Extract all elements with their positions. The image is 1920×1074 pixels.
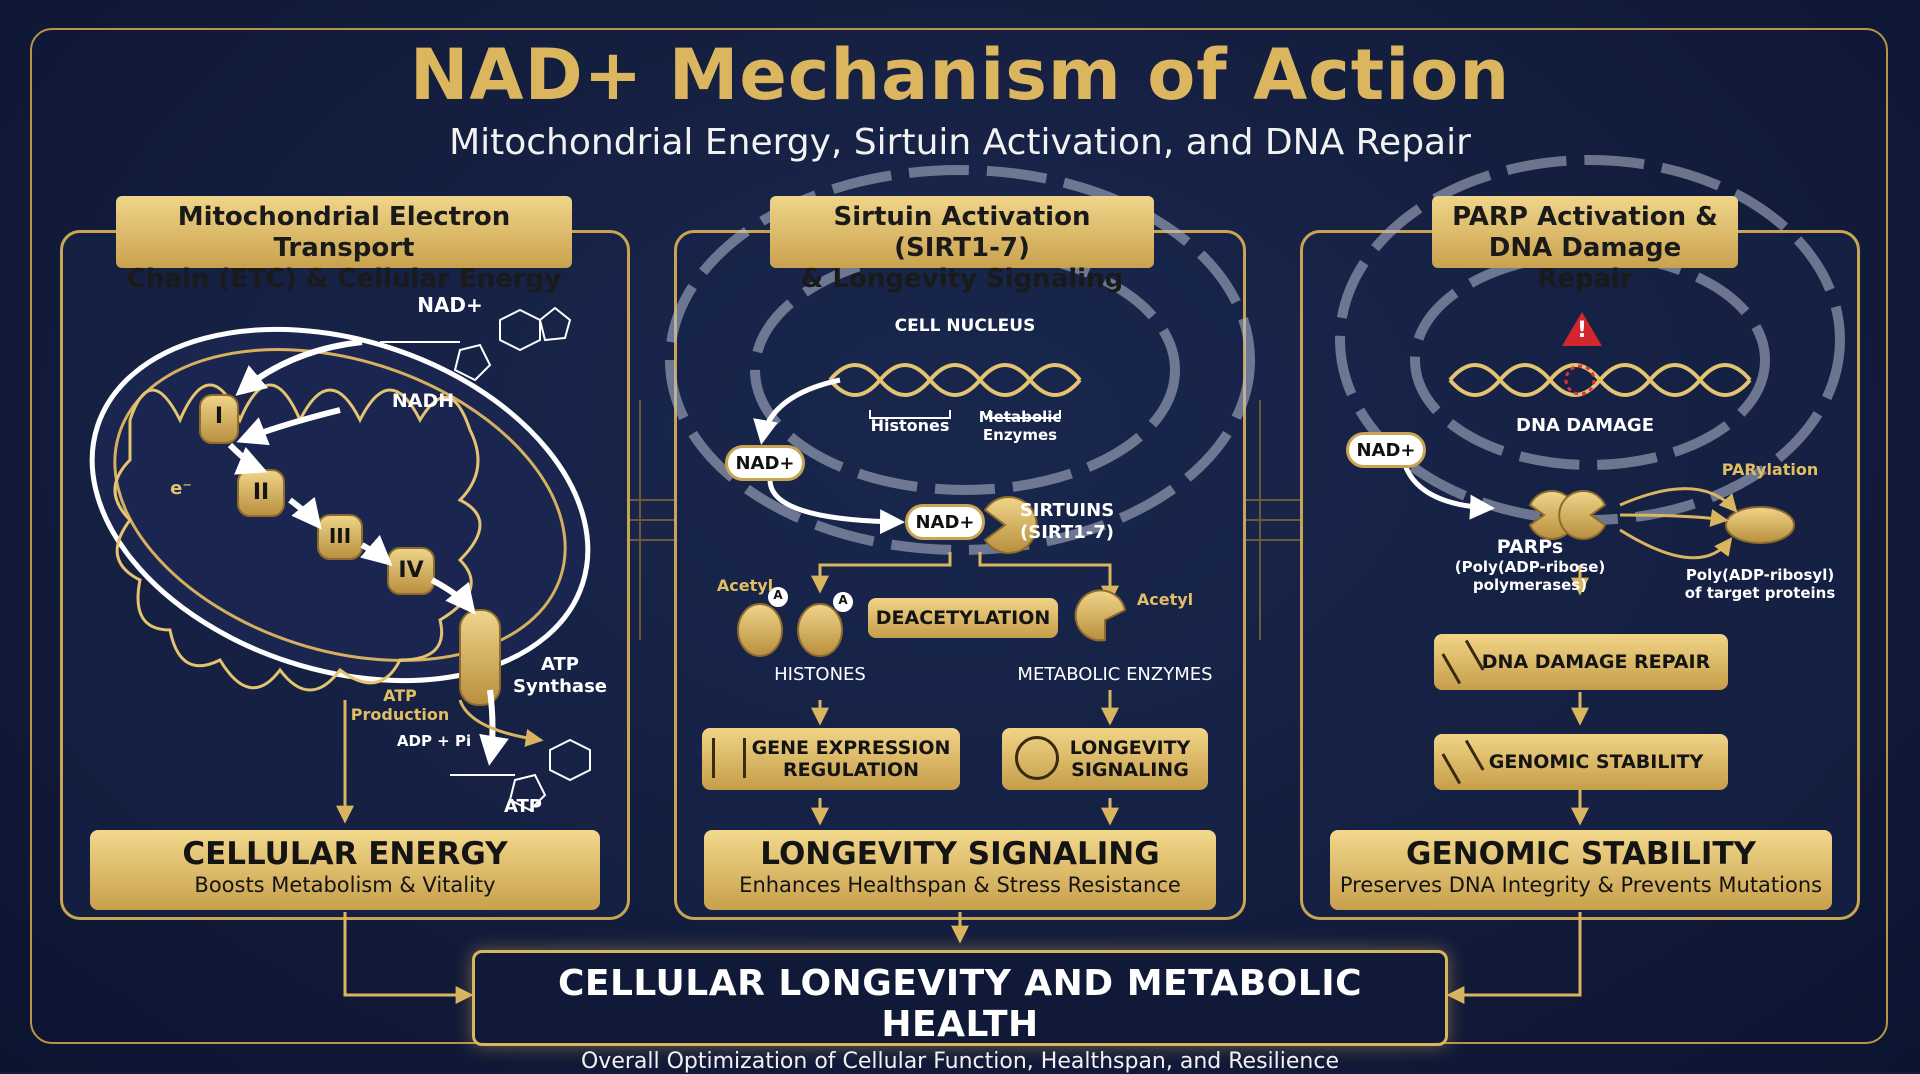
poly-adp-label: Poly(ADP-ribosyl) of target proteins	[1684, 566, 1836, 602]
parp-panel-title: PARP Activation & DNA Damage Repair	[1432, 196, 1738, 294]
parylation-label: PARylation	[1721, 460, 1819, 479]
final-outcome-box: CELLULAR LONGEVITY AND METABOLIC HEALTH …	[472, 950, 1448, 1074]
acetyl-left-label: Acetyl	[716, 576, 774, 595]
dna-gene-icon	[712, 738, 746, 778]
cell-nucleus-label: CELL NUCLEUS	[894, 316, 1036, 336]
complex-ii-label: II	[252, 480, 270, 505]
acetyl-mark-1: A	[773, 588, 783, 602]
sirtuin-flow-arrows	[753, 377, 905, 535]
genomic-stability-small-box: GENOMIC STABILITY	[1434, 734, 1728, 790]
warning-icon-shape	[1562, 312, 1602, 346]
dna-helix-sirtuin	[828, 363, 1082, 397]
acetyl-right-label: Acetyl	[1136, 590, 1194, 609]
page-title: NAD+ Mechanism of Action	[409, 34, 1511, 116]
page-subtitle: Mitochondrial Energy, Sirtuin Activation…	[449, 122, 1471, 163]
longevity-signaling-title: LONGEVITY SIGNALING	[760, 836, 1160, 872]
etc-panel-title: Mitochondrial Electron Transport Chain (…	[116, 196, 572, 294]
complex-i-label: I	[214, 404, 224, 429]
acetyl-mark-2: A	[838, 593, 848, 607]
longevity-signaling-box: LONGEVITY SIGNALING Enhances Healthspan …	[704, 830, 1216, 910]
final-subtitle: Overall Optimization of Cellular Functio…	[580, 1049, 1339, 1074]
clock-icon	[1015, 736, 1059, 780]
final-convergence-arrows	[343, 912, 1582, 1004]
atp-synthase-label: ATP Synthase	[513, 654, 607, 697]
sirtuin-brackets	[869, 410, 1061, 419]
cellular-energy-title: CELLULAR ENERGY	[182, 836, 508, 872]
deacetylation-box: DEACETYLATION	[868, 598, 1058, 638]
sirtuin-nad-pill-2: NAD+	[905, 504, 985, 540]
histones-small-label: Histones	[870, 416, 950, 435]
etc-nadh-label: NADH	[391, 390, 455, 412]
parps-label: PARPs	[1496, 536, 1564, 558]
histone-shapes	[737, 589, 1127, 657]
cellular-energy-subtitle: Boosts Metabolism & Vitality	[194, 873, 496, 897]
dna-damage-label: DNA DAMAGE	[1516, 415, 1654, 436]
enzymes-small-label: Metabolic Enzymes	[978, 408, 1062, 444]
atp-production-label: ATP Production	[350, 686, 450, 724]
parp-enzyme-shapes	[1528, 490, 1795, 544]
parp-flow-arrows	[1402, 464, 1495, 520]
electron-label: e⁻	[170, 478, 192, 499]
final-title: CELLULAR LONGEVITY AND METABOLIC HEALTH	[557, 963, 1363, 1045]
complex-iv-label: IV	[398, 558, 424, 583]
dna-helix-parp	[1448, 363, 1752, 397]
sirtuin-branch-arrows	[811, 552, 1119, 944]
nad-structure	[380, 306, 572, 382]
complex-iii-label: III	[328, 524, 352, 548]
parps-sub-label: (Poly(ADP-ribose) polymerases)	[1454, 558, 1606, 594]
genomic-stability-subtitle: Preserves DNA Integrity & Prevents Mutat…	[1339, 873, 1823, 897]
longevity-signaling-subtitle: Enhances Healthspan & Stress Resistance	[739, 873, 1181, 897]
histones-label: HISTONES	[774, 664, 866, 685]
sirtuins-label: SIRTUINS (SIRT1-7)	[1019, 500, 1115, 543]
acetyl-marks	[768, 587, 853, 612]
sirtuin-panel-title: Sirtuin Activation (SIRT1-7) & Longevity…	[770, 196, 1154, 294]
warning-mark: !	[1576, 318, 1588, 343]
atp-label: ATP	[503, 796, 542, 817]
adp-label: ADP + Pi	[396, 732, 472, 750]
parp-arrows	[1571, 487, 1738, 826]
dna-damage-repair-box: DNA DAMAGE REPAIR	[1434, 634, 1728, 690]
genomic-stability-box: GENOMIC STABILITY Preserves DNA Integrit…	[1330, 830, 1832, 910]
circuit-traces	[630, 400, 1300, 640]
parp-nad-pill: NAD+	[1346, 432, 1426, 468]
atp-structure	[450, 738, 591, 812]
sirtuin-panel	[674, 230, 1246, 920]
genomic-stability-title: GENOMIC STABILITY	[1406, 836, 1756, 872]
etc-nad-label: NAD+	[417, 293, 483, 317]
metabolic-enzymes-label: METABOLIC ENZYMES	[1017, 664, 1213, 685]
sirtuin-nad-pill-1: NAD+	[725, 445, 805, 481]
cellular-energy-box: CELLULAR ENERGY Boosts Metabolism & Vita…	[90, 830, 600, 910]
